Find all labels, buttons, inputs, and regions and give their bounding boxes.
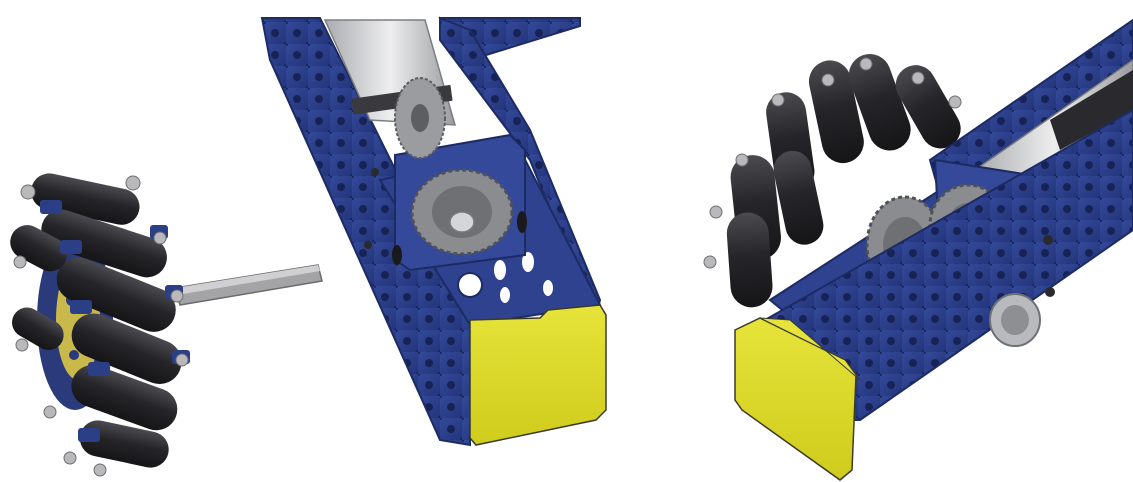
wheel-rollers bbox=[10, 173, 182, 468]
channel-gearbox-front-view bbox=[260, 16, 607, 447]
angled-wheel-rollers bbox=[726, 53, 961, 308]
wheel-gearbox-assembly-angled-view bbox=[703, 18, 1133, 481]
angled-nuts bbox=[703, 57, 962, 269]
angled-yellow-end-cap bbox=[734, 317, 861, 481]
channel-left-wall bbox=[260, 17, 471, 447]
hex-axle bbox=[174, 264, 323, 306]
yellow-end-cap bbox=[469, 304, 607, 446]
mecanum-wheel-with-axle bbox=[10, 173, 323, 477]
bevel-gears bbox=[394, 77, 514, 256]
shaft-collar bbox=[989, 235, 1055, 347]
hex-nuts bbox=[13, 175, 189, 477]
